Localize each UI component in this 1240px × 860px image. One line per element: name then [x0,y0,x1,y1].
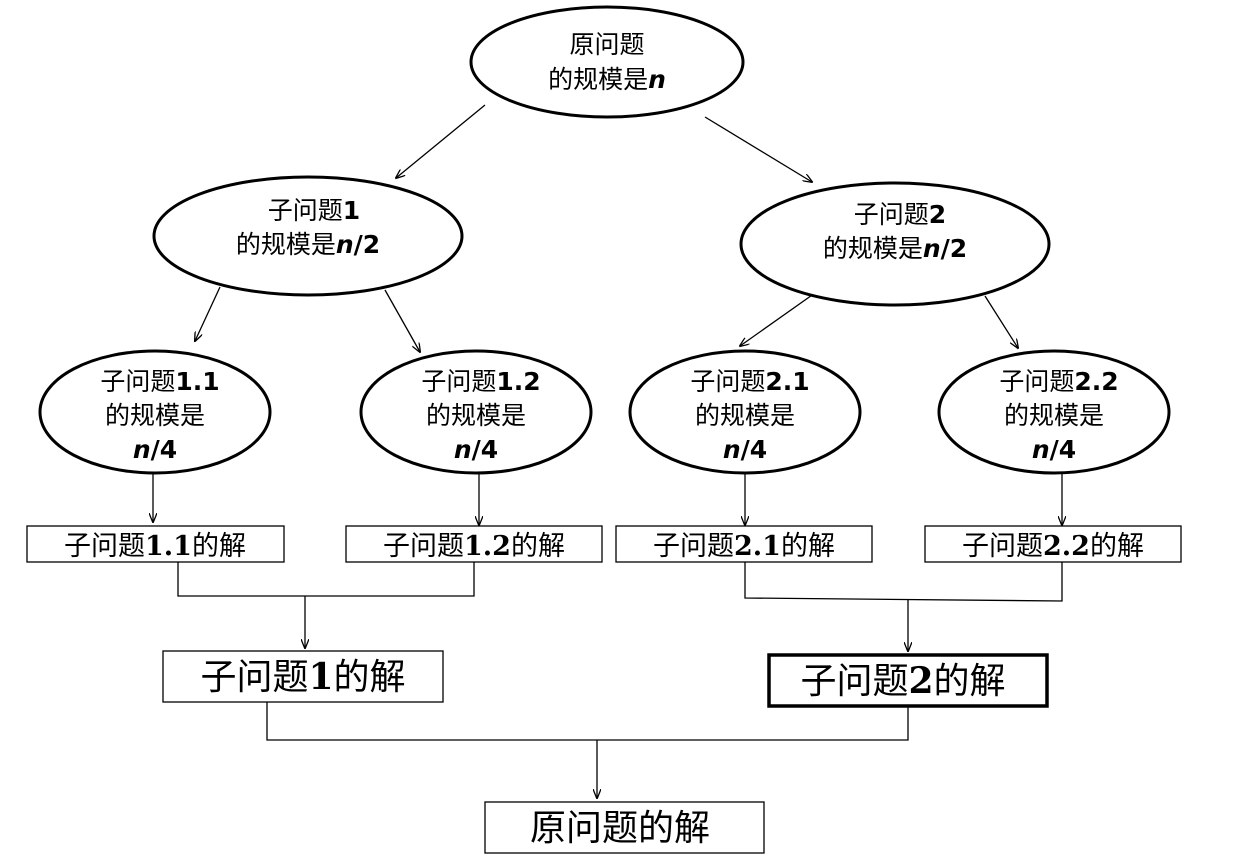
svg-text:子问题1.2的解: 子问题1.2的解 [383,531,565,562]
svg-text:的规模是n: 的规模是n [548,65,666,94]
node-sub21: 子问题2.1 的规模是 n/4 [628,349,862,475]
node-sub22: 子问题2.2 的规模是 n/4 [937,349,1171,475]
edge-sub2-to-sub21 [740,292,816,346]
node-sub22-line2: 的规模是 [1004,401,1104,430]
svg-text:原问题: 原问题 [569,30,644,59]
node-sub12-line2: 的规模是 [426,401,526,430]
merge-connector-root [266,702,909,741]
solution-2-num: 2 [908,660,933,702]
solution-2-1-prefix: 子问题 [653,531,734,562]
node-sub1-size-prefix: 的规模是 [236,230,336,259]
edge-sub1-to-sub12 [384,289,420,352]
node-sub12-suffix: /4 [472,435,499,464]
edge-root-to-sub1 [396,104,486,178]
node-root-line1: 原问题 [569,30,644,59]
solution-root-text: 原问题的解 [530,808,710,849]
node-root: 原问题 的规模是n [469,5,745,119]
svg-text:的规模是n/2: 的规模是n/2 [823,234,967,263]
node-sub1-num: 1 [343,196,360,225]
node-sub22-var: n [1032,435,1050,464]
node-sub1-prefix: 子问题 [268,196,343,225]
node-sub21-prefix: 子问题 [690,367,765,396]
node-sub11-num: 1.1 [175,367,219,396]
svg-text:的规模是n/2: 的规模是n/2 [236,230,380,259]
solution-box-1-2: 子问题1.2的解 [345,525,603,563]
svg-text:子问题2.2: 子问题2.2 [999,367,1118,396]
node-sub21-suffix: /4 [741,435,768,464]
node-sub11-prefix: 子问题 [100,367,175,396]
merge-connector-2 [744,562,1063,602]
node-sub1: 子问题1 的规模是n/2 [152,175,464,297]
node-sub12-var: n [454,435,472,464]
node-sub11: 子问题1.1 的规模是 n/4 [38,349,272,475]
solution-2-1-suffix: 的解 [781,531,835,562]
edge-root-to-sub2 [704,116,812,182]
node-sub11-line2: 的规模是 [105,401,205,430]
svg-text:n/4: n/4 [723,435,767,464]
node-sub2-var: n [923,234,941,263]
merge-connector-1 [177,562,475,597]
node-sub1-suffix: /2 [354,230,381,259]
node-sub2-prefix: 子问题 [854,200,929,229]
svg-text:子问题2.1的解: 子问题2.1的解 [653,531,835,562]
svg-text:n/4: n/4 [454,435,498,464]
solution-box-2-1: 子问题2.1的解 [615,525,873,563]
node-sub2: 子问题2 的规模是n/2 [739,181,1051,307]
svg-text:子问题2.1: 子问题2.1 [690,367,809,396]
node-sub21-line2: 的规模是 [695,401,795,430]
solution-1-prefix: 子问题 [200,657,308,698]
svg-text:子问题1.1: 子问题1.1 [100,367,219,396]
node-sub2-size-prefix: 的规模是 [823,234,923,263]
svg-text:n/4: n/4 [1032,435,1076,464]
solution-2-2-num: 2.2 [1043,531,1090,562]
node-root-line2-prefix: 的规模是 [548,65,648,94]
solution-box-2-2: 子问题2.2的解 [924,525,1182,563]
solution-1-2-num: 1.2 [464,531,511,562]
solution-1-1-prefix: 子问题 [64,531,145,562]
svg-text:子问题1: 子问题1 [268,196,360,225]
node-root-var: n [648,65,666,94]
node-sub11-var: n [133,435,151,464]
node-sub1-var: n [336,230,354,259]
node-sub2-num: 2 [929,200,946,229]
solution-1-2-prefix: 子问题 [383,531,464,562]
svg-text:n/4: n/4 [133,435,177,464]
svg-text:子问题2的解: 子问题2的解 [800,660,1005,702]
solution-1-1-num: 1.1 [145,531,192,562]
solution-2-suffix: 的解 [934,661,1006,702]
node-sub2-suffix: /2 [941,234,968,263]
solution-1-2-suffix: 的解 [511,531,565,562]
node-sub12: 子问题1.2 的规模是 n/4 [359,349,593,475]
solution-box-2: 子问题2的解 [767,653,1049,708]
node-sub21-num: 2.1 [765,367,809,396]
solution-box-root: 原问题的解 [484,801,765,854]
solution-1-1-suffix: 的解 [192,531,246,562]
edge-sub1-to-sub11 [195,286,221,341]
svg-text:子问题1的解: 子问题1的解 [200,656,405,698]
solution-2-1-num: 2.1 [734,531,781,562]
solution-1-num: 1 [308,656,333,698]
svg-text:子问题2: 子问题2 [854,200,946,229]
edge-sub2-to-sub22 [984,295,1018,348]
svg-text:子问题1.1的解: 子问题1.1的解 [64,531,246,562]
node-sub22-suffix: /4 [1050,435,1077,464]
svg-text:子问题2.2的解: 子问题2.2的解 [962,531,1144,562]
node-sub21-var: n [723,435,741,464]
solution-2-prefix: 子问题 [800,661,908,702]
solution-2-2-prefix: 子问题 [962,531,1043,562]
solution-box-1-1: 子问题1.1的解 [26,525,285,563]
solution-box-1: 子问题1的解 [162,650,444,703]
solution-2-2-suffix: 的解 [1090,531,1144,562]
solution-1-suffix: 的解 [334,657,406,698]
node-sub22-prefix: 子问题 [999,367,1074,396]
node-sub12-num: 1.2 [496,367,540,396]
node-sub22-num: 2.2 [1074,367,1118,396]
node-sub11-suffix: /4 [151,435,178,464]
svg-text:子问题1.2: 子问题1.2 [421,367,540,396]
node-sub12-prefix: 子问题 [421,367,496,396]
